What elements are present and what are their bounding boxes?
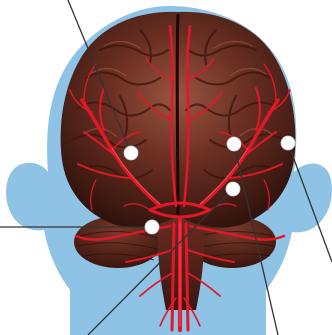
callout-marker-2[interactable]	[281, 136, 295, 150]
callout-marker-1[interactable]	[124, 146, 138, 160]
callout-marker-5[interactable]	[145, 220, 159, 234]
callout-marker-3[interactable]	[227, 137, 241, 151]
callout-marker-4[interactable]	[226, 182, 240, 196]
